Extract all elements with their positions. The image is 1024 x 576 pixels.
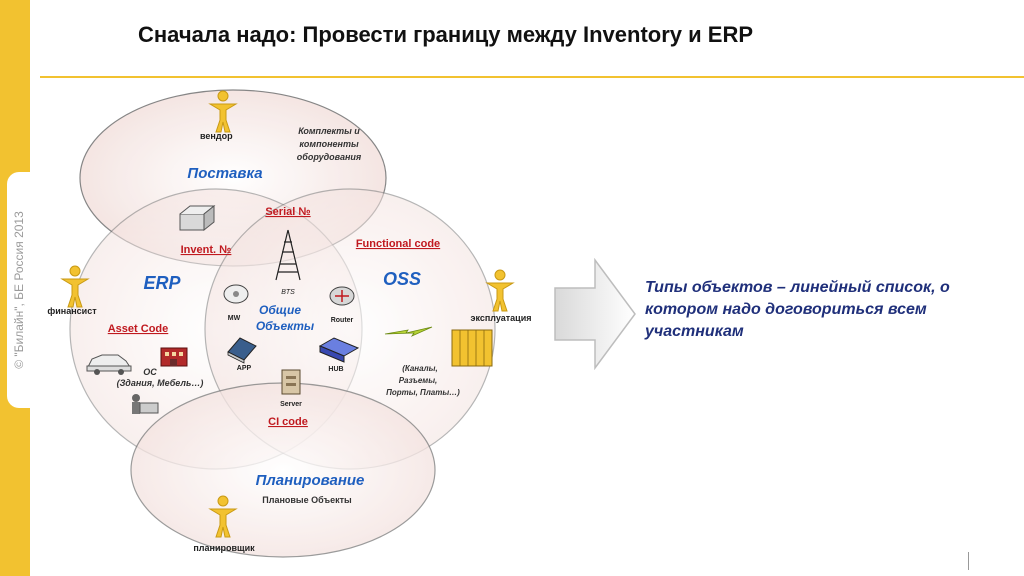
center-title-line-2: Объекты xyxy=(256,319,315,333)
planning-title: Планирование xyxy=(256,472,365,489)
car-icon xyxy=(86,354,132,375)
ci-code-label: CI code xyxy=(268,416,308,428)
os-label-line-1: ОС xyxy=(143,367,157,377)
equipment-rack-icon xyxy=(451,329,493,367)
supply-note-line-1: Комплекты и xyxy=(298,126,360,136)
server-icon xyxy=(281,369,301,395)
vendor-label: вендор xyxy=(200,131,233,141)
supply-title: Поставка xyxy=(187,165,262,182)
app-label: APP xyxy=(237,365,252,372)
microwave-dish-icon xyxy=(223,284,249,304)
supply-note-line-2: компоненты xyxy=(299,139,359,149)
package-icon xyxy=(179,204,216,232)
operations-label: эксплуатация xyxy=(470,313,531,323)
oss-items-line-1: (Каналы, xyxy=(402,364,437,373)
lightning-link-icon xyxy=(384,326,433,337)
router-label: Router xyxy=(331,317,354,324)
building-icon xyxy=(160,347,188,367)
sidebar-pill xyxy=(7,172,31,408)
oss-items-line-3: Порты, Платы…) xyxy=(386,388,460,397)
hub-label: HUB xyxy=(328,366,343,373)
title-divider xyxy=(40,76,1024,78)
app-icon xyxy=(227,337,257,364)
desk-worker-icon xyxy=(132,394,159,414)
venn-diagram: вендор Комплекты и компоненты оборудован… xyxy=(47,89,532,558)
planning-circle xyxy=(130,382,436,558)
asset-code-label: Asset Code xyxy=(108,323,169,335)
oss-items-line-2: Разъемы, xyxy=(399,376,438,385)
center-title-line-1: Общие xyxy=(259,303,301,317)
erp-title: ERP xyxy=(143,273,181,293)
copyright-text: © "Билайн", БЕ Россия 2013 xyxy=(12,211,26,369)
bts-label: BTS xyxy=(281,289,295,296)
callout-text: Типы объектов – линейный список, о котор… xyxy=(645,279,950,340)
oss-title: OSS xyxy=(383,269,421,289)
footer-divider xyxy=(968,552,969,570)
bts-tower-icon xyxy=(275,229,301,281)
hub-icon xyxy=(318,337,360,363)
functional-code-label: Functional code xyxy=(356,238,440,250)
mw-label: MW xyxy=(228,315,241,322)
supply-note-line-3: оборудования xyxy=(297,152,362,162)
financier-label: финансист xyxy=(47,306,97,316)
serial-code-label: Serial № xyxy=(265,206,310,218)
server-label: Server xyxy=(280,401,302,408)
planner-label: планировщик xyxy=(193,543,255,553)
invent-code-label: Invent. № xyxy=(181,244,232,256)
slide-title: Сначала надо: Провести границу между Inv… xyxy=(138,22,754,47)
os-label-line-2: (Здания, Мебель…) xyxy=(117,378,204,388)
planning-subtitle: Плановые Объекты xyxy=(262,495,352,505)
router-icon xyxy=(329,286,355,306)
right-arrow-shape xyxy=(554,258,636,370)
